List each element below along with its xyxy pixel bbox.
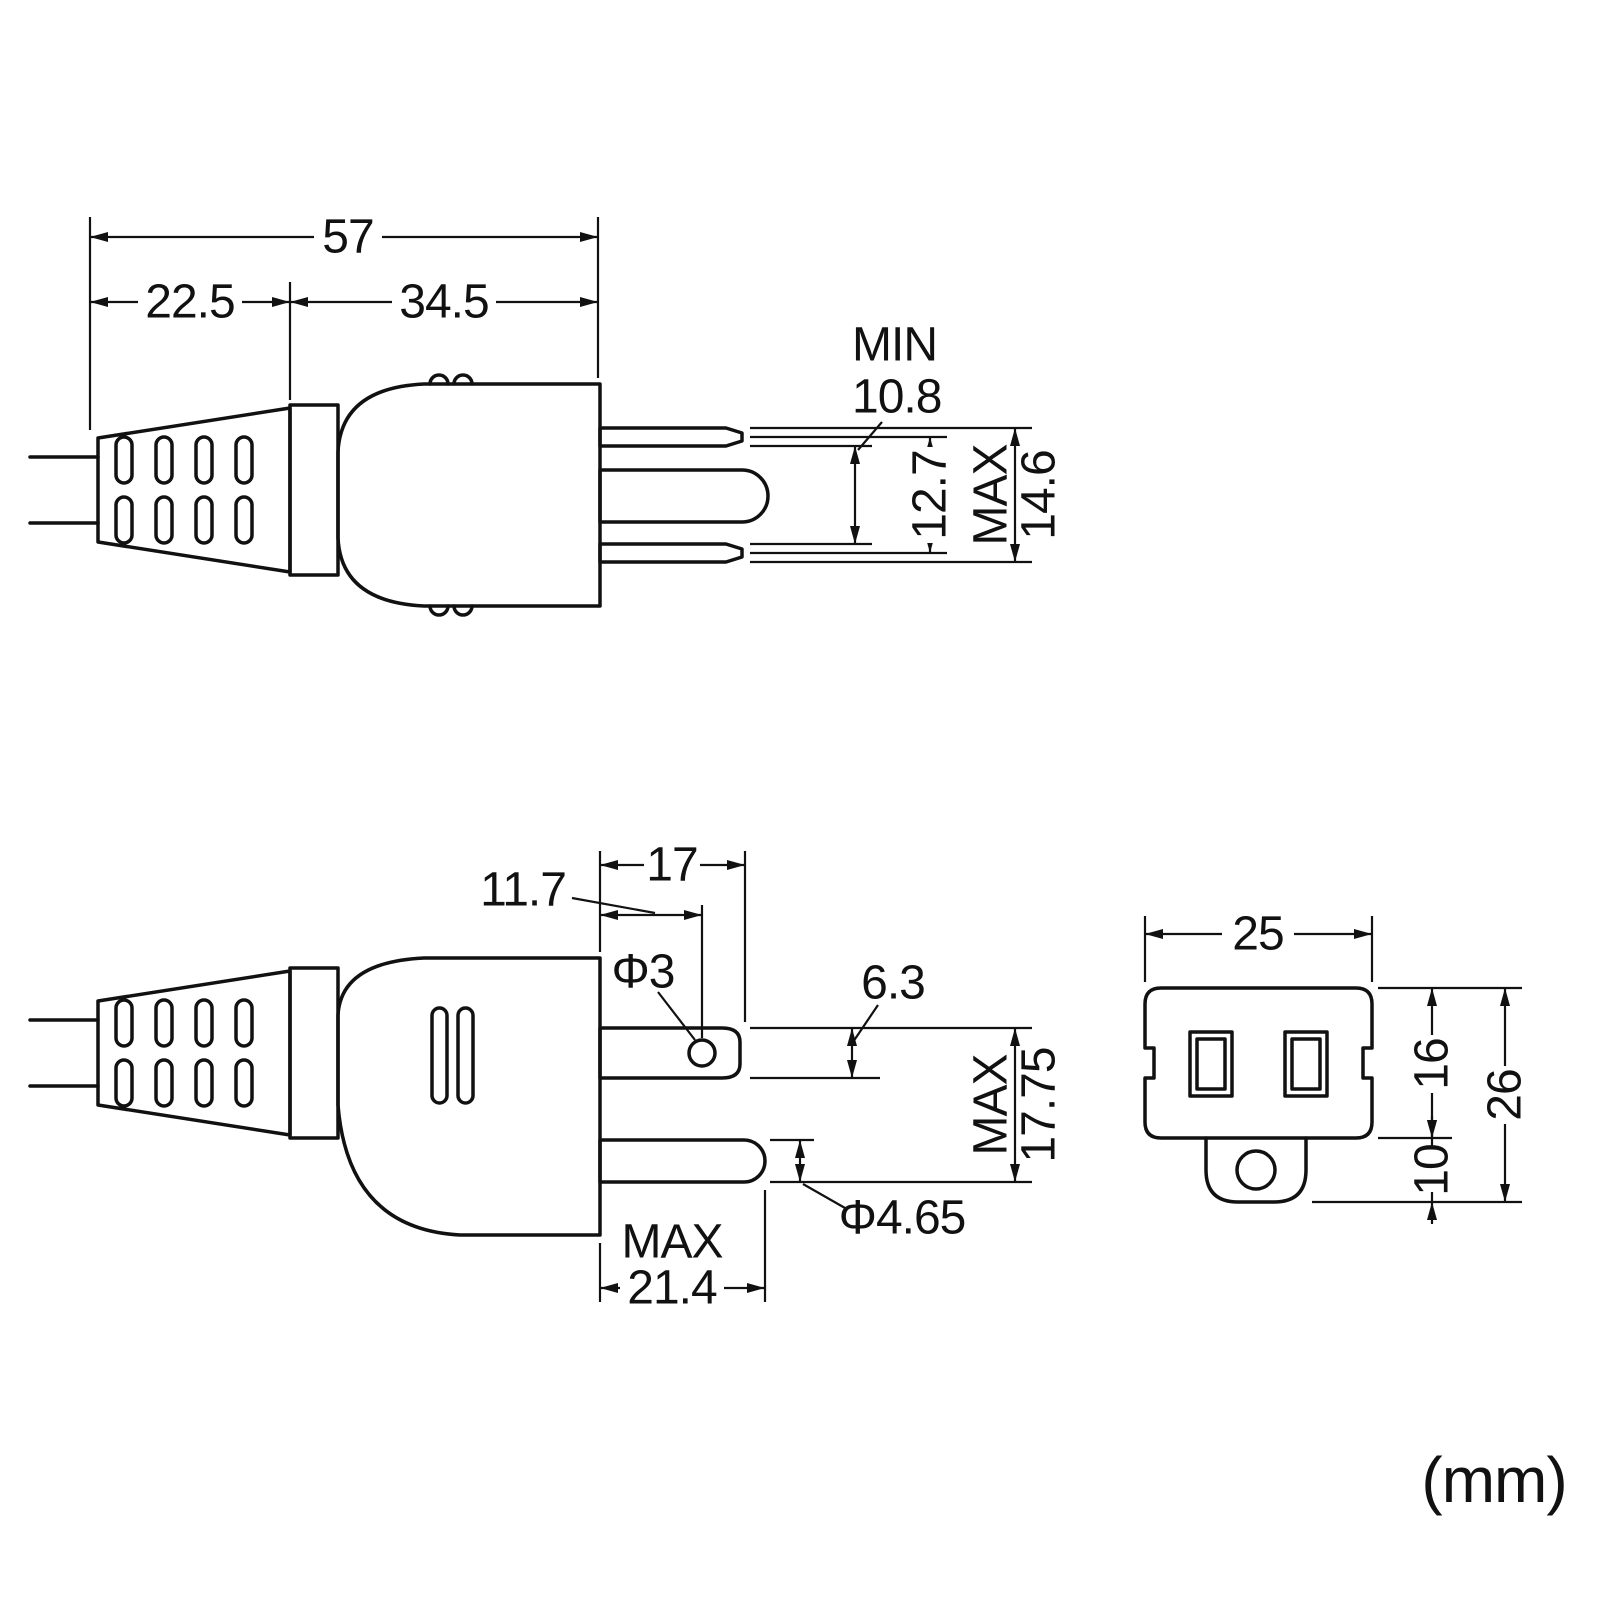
dim-overall-width: 57 xyxy=(322,211,373,264)
ground-pin xyxy=(598,468,770,524)
body-slot xyxy=(456,1006,475,1105)
plug-body xyxy=(336,956,602,1237)
outlet-slot-inner xyxy=(1290,1037,1322,1091)
ground-pin-side xyxy=(598,1138,767,1184)
dim-hole-offset: 11.7 xyxy=(480,864,566,917)
leader-line-pin-diameter xyxy=(802,1183,846,1209)
dim-blade-pitch: 12.7 xyxy=(904,450,957,539)
side-view-plug xyxy=(28,956,767,1237)
dim-span-max-label: MAX xyxy=(965,1054,1018,1156)
plug-body xyxy=(336,382,602,608)
dim-body-length: 34.5 xyxy=(399,276,488,329)
dim-blade-width: 6.3 xyxy=(861,957,925,1010)
grip-rib xyxy=(154,1058,174,1108)
outlet-slot-outer xyxy=(1188,1030,1234,1098)
grip-rib xyxy=(114,495,134,545)
grip-rib xyxy=(194,435,214,485)
grip-rib xyxy=(234,495,254,545)
blade-hole xyxy=(687,1038,717,1068)
blade-top xyxy=(598,426,744,448)
dim-hole-diameter: Φ3 xyxy=(612,946,675,999)
outlet-slot-inner xyxy=(1195,1037,1227,1091)
grip-rib xyxy=(194,495,214,545)
dim-outlet-body-height: 16 xyxy=(1406,1038,1459,1089)
mold-bumps xyxy=(428,373,474,617)
top-view-plug xyxy=(28,373,770,617)
dim-grip-length: 22.5 xyxy=(145,276,234,329)
leader-line-blade-width xyxy=(852,1004,879,1043)
leader-line-hole-diameter xyxy=(657,991,696,1041)
grip-rib xyxy=(114,435,134,485)
dim-blade-gap-min-value: 10.8 xyxy=(852,371,941,424)
side-view-dimensions: 17 11.7 Φ3 6.3 MAX 17.75 Φ4.65 MAX 21.4 xyxy=(480,839,1065,1315)
leader-line-min-gap xyxy=(857,421,883,451)
grip-rib xyxy=(154,495,174,545)
dim-pin-length-max-value: 21.4 xyxy=(627,1262,717,1315)
outlet-plate xyxy=(1143,986,1374,1140)
plug-collar xyxy=(288,966,340,1140)
top-view-dimensions: 57 22.5 34.5 MIN 10.8 12.7 MAX 14.6 xyxy=(88,211,1066,564)
dim-blade-length: 17 xyxy=(646,839,697,892)
dim-outlet-total-height: 26 xyxy=(1479,1069,1532,1120)
leader-line-hole-offset xyxy=(571,896,656,915)
grip-rib xyxy=(154,435,174,485)
grip-rib xyxy=(194,1058,214,1108)
plug-collar xyxy=(288,403,340,577)
outlet-face-view xyxy=(1143,986,1374,1204)
dim-blade-span-max-value: 14.6 xyxy=(1013,450,1066,539)
strain-relief xyxy=(96,406,292,574)
units-label: (mm) xyxy=(1421,1444,1566,1516)
body-slot xyxy=(430,1006,449,1105)
dim-pin-diameter: Φ4.65 xyxy=(839,1192,966,1245)
outlet-ground-tab xyxy=(1204,1136,1308,1204)
outlet-slot-outer xyxy=(1283,1030,1329,1098)
grip-rib xyxy=(194,998,214,1048)
dim-pin-length-max-label: MAX xyxy=(621,1216,723,1269)
dim-blade-span-max-label: MAX xyxy=(965,444,1018,546)
blade-side xyxy=(598,1026,742,1080)
dim-span-max-value: 17.75 xyxy=(1013,1047,1066,1162)
grip-ribs xyxy=(114,435,254,545)
grip-rib xyxy=(114,998,134,1048)
grip-rib xyxy=(234,998,254,1048)
outlet-dimensions: 25 16 26 10 xyxy=(1143,908,1532,1224)
grip-rib xyxy=(114,1058,134,1108)
grip-rib xyxy=(234,1058,254,1108)
grip-rib xyxy=(234,435,254,485)
outlet-ground-hole xyxy=(1235,1149,1277,1191)
dim-outlet-tab-height: 10 xyxy=(1406,1144,1459,1195)
dim-outlet-width: 25 xyxy=(1232,908,1283,961)
grip-rib xyxy=(154,998,174,1048)
dim-blade-gap-min-label: MIN xyxy=(852,319,937,372)
blade-bottom xyxy=(598,542,744,564)
strain-relief xyxy=(96,969,292,1137)
grip-ribs xyxy=(114,998,254,1108)
